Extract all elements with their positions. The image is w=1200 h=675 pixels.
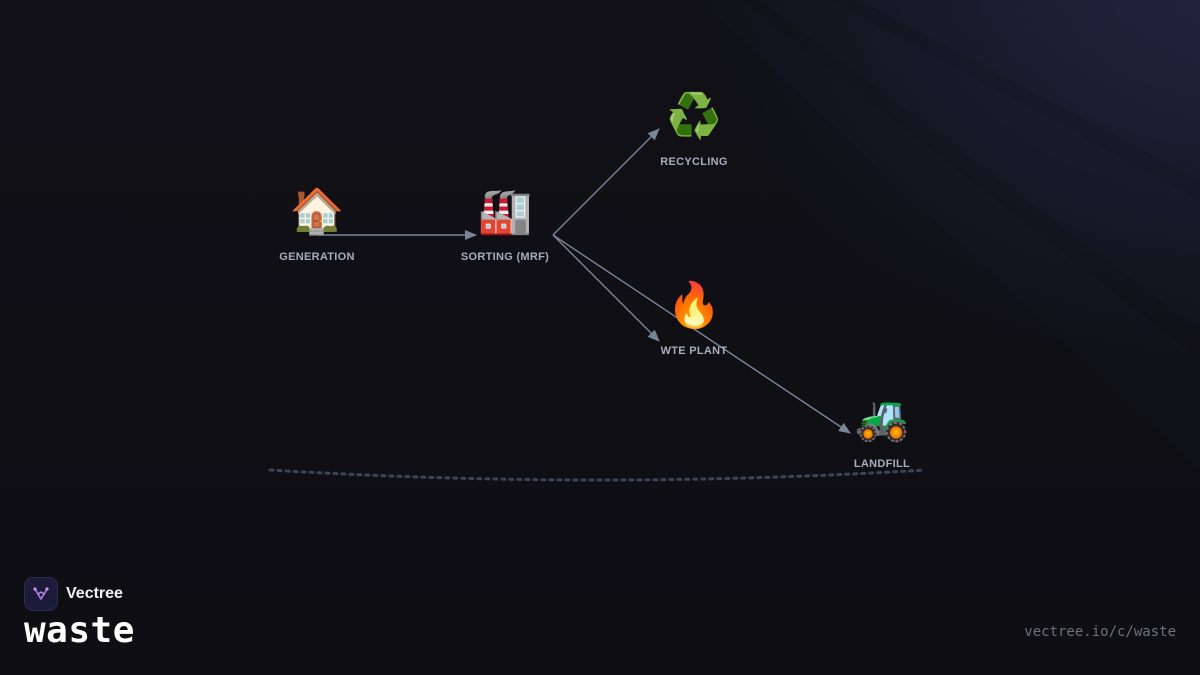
node-recycling: ♻️ RECYCLING [634, 91, 754, 169]
page-url[interactable]: vectree.io/c/waste [1024, 624, 1176, 640]
factory-icon: 🏭 [477, 186, 533, 237]
node-generation: 🏠 GENERATION [257, 186, 377, 264]
node-label-wte: WTE PLANT [660, 345, 728, 357]
brand: Vectree [24, 577, 123, 611]
edge-sorting-wte [552, 234, 660, 342]
house-icon: 🏠 [289, 186, 345, 237]
node-label-sorting: SORTING (MRF) [460, 251, 550, 263]
fire-icon: 🔥 [666, 280, 722, 331]
brand-name: Vectree [66, 585, 123, 602]
recycle-icon: ♻️ [666, 91, 722, 142]
tractor-icon: 🚜 [854, 393, 910, 444]
node-label-generation: GENERATION [279, 251, 355, 263]
node-label-landfill: LANDFILL [853, 458, 911, 470]
node-wte: 🔥 WTE PLANT [634, 280, 754, 358]
node-sorting: 🏭 SORTING (MRF) [445, 186, 565, 264]
page-title: waste [24, 610, 135, 651]
node-label-recycling: RECYCLING [660, 156, 728, 168]
ground-line [268, 468, 927, 482]
vectree-logo-icon [24, 577, 58, 611]
node-landfill: 🚜 LANDFILL [822, 393, 942, 471]
edge-sorting-recycling [552, 128, 660, 236]
edge-sorting-landfill [552, 234, 851, 434]
